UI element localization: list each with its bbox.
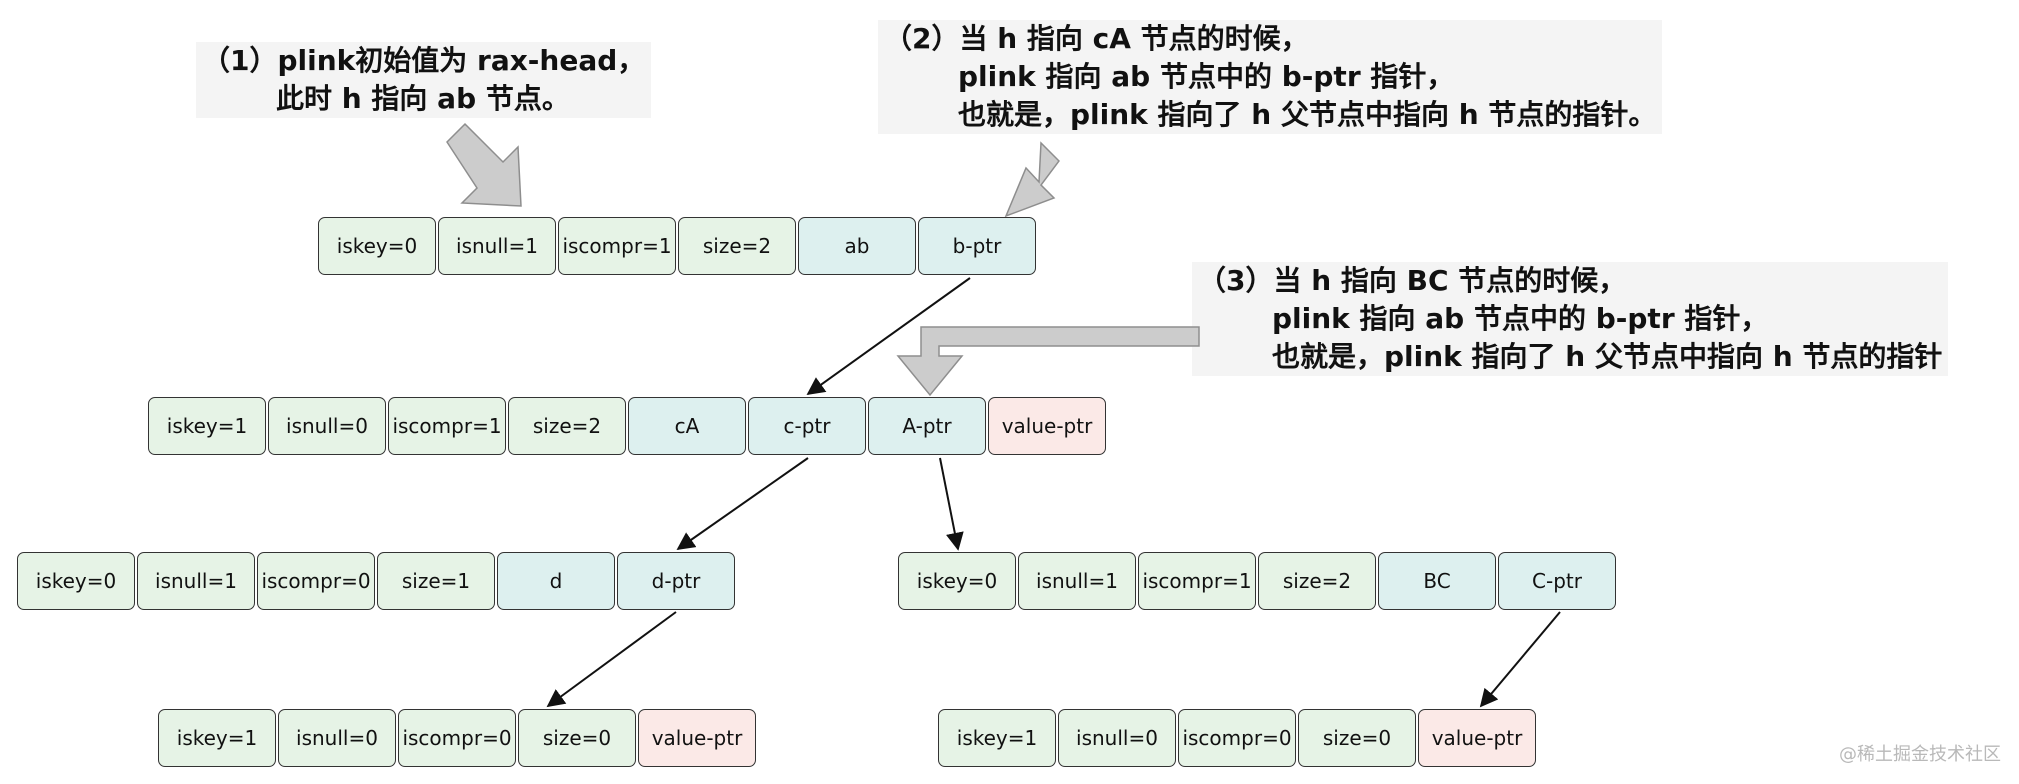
cell-key-BC: BC — [1378, 552, 1496, 610]
cell-isnull: isnull=1 — [137, 552, 255, 610]
cell-key-cA: cA — [628, 397, 746, 455]
cell-A-ptr: A-ptr — [868, 397, 986, 455]
cell-iskey: iskey=1 — [148, 397, 266, 455]
node-cA: iskey=1 isnull=0 iscompr=1 size=2 cA c-p… — [148, 397, 1106, 455]
cell-key-d: d — [497, 552, 615, 610]
note-2-line-2: plink 指向 ab 节点中的 b-ptr 指针， — [958, 60, 1455, 93]
note-2-line-3: 也就是，plink 指向了 h 父节点中指向 h 节点的指针。 — [958, 98, 1657, 131]
cell-iscompr: iscompr=0 — [1178, 709, 1296, 767]
cell-isnull: isnull=0 — [1058, 709, 1176, 767]
node-leaf-d: iskey=1 isnull=0 iscompr=0 size=0 value-… — [158, 709, 756, 767]
cell-isnull: isnull=0 — [268, 397, 386, 455]
watermark: @稀土掘金技术社区 — [1839, 744, 2001, 765]
cell-C-ptr: C-ptr — [1498, 552, 1616, 610]
link-d-ptr-to-leaf — [546, 611, 677, 708]
plink-arrow-3 — [896, 326, 1200, 397]
cell-iskey: iskey=0 — [17, 552, 135, 610]
node-ab: iskey=0 isnull=1 iscompr=1 size=2 ab b-p… — [318, 217, 1036, 275]
cell-isnull: isnull=0 — [278, 709, 396, 767]
cell-iskey: iskey=0 — [318, 217, 436, 275]
node-leaf-BC: iskey=1 isnull=0 iscompr=0 size=0 value-… — [938, 709, 1536, 767]
cell-iscompr: iscompr=1 — [1138, 552, 1256, 610]
annotation-note-1: （1）plink初始值为 rax-head， 此时 h 指向 ab 节点。 — [196, 42, 652, 118]
cell-iskey: iskey=1 — [938, 709, 1056, 767]
cell-size: size=2 — [678, 217, 796, 275]
cell-b-ptr: b-ptr — [918, 217, 1036, 275]
plink-arrow-2 — [1004, 141, 1060, 218]
cell-iscompr: iscompr=0 — [257, 552, 375, 610]
link-b-ptr-to-cA — [806, 277, 971, 396]
link-A-ptr-to-BC — [939, 457, 964, 551]
cell-iskey: iskey=1 — [158, 709, 276, 767]
cell-value-ptr: value-ptr — [638, 709, 756, 767]
note-2-line-1: （2）当 h 指向 cA 节点的时候， — [884, 22, 1309, 55]
cell-iscompr: iscompr=1 — [388, 397, 506, 455]
cell-size: size=0 — [1298, 709, 1416, 767]
note-3-line-3: 也就是，plink 指向了 h 父节点中指向 h 节点的指针 — [1272, 340, 1943, 373]
plink-arrow-1 — [446, 122, 522, 207]
cell-c-ptr: c-ptr — [748, 397, 866, 455]
cell-value-ptr: value-ptr — [1418, 709, 1536, 767]
cell-key-ab: ab — [798, 217, 916, 275]
cell-size: size=1 — [377, 552, 495, 610]
link-C-ptr-to-leaf — [1479, 611, 1561, 708]
cell-size: size=0 — [518, 709, 636, 767]
note-1-line-1: （1）plink初始值为 rax-head， — [202, 44, 646, 77]
cell-size: size=2 — [508, 397, 626, 455]
cell-iskey: iskey=0 — [898, 552, 1016, 610]
node-d: iskey=0 isnull=1 iscompr=0 size=1 d d-pt… — [17, 552, 735, 610]
cell-d-ptr: d-ptr — [617, 552, 735, 610]
cell-size: size=2 — [1258, 552, 1376, 610]
cell-iscompr: iscompr=0 — [398, 709, 516, 767]
note-3-line-1: （3）当 h 指向 BC 节点的时候， — [1198, 264, 1627, 297]
node-BC: iskey=0 isnull=1 iscompr=1 size=2 BC C-p… — [898, 552, 1616, 610]
link-c-ptr-to-d — [676, 457, 809, 551]
note-1-line-2: 此时 h 指向 ab 节点。 — [276, 82, 570, 115]
cell-isnull: isnull=1 — [1018, 552, 1136, 610]
cell-value-ptr: value-ptr — [988, 397, 1106, 455]
annotation-note-2: （2）当 h 指向 cA 节点的时候， plink 指向 ab 节点中的 b-p… — [878, 20, 1663, 134]
cell-iscompr: iscompr=1 — [558, 217, 676, 275]
annotation-note-3: （3）当 h 指向 BC 节点的时候， plink 指向 ab 节点中的 b-p… — [1192, 262, 1949, 376]
note-3-line-2: plink 指向 ab 节点中的 b-ptr 指针， — [1272, 302, 1769, 335]
cell-isnull: isnull=1 — [438, 217, 556, 275]
